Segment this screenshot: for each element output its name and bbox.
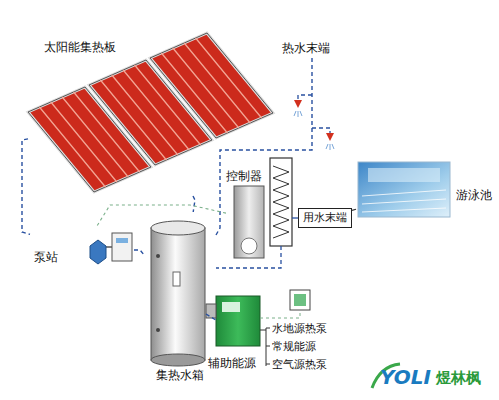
node-label: 太阳能集热板 [44, 40, 116, 54]
tank-port [156, 254, 160, 258]
controller-fan [241, 238, 257, 254]
node-label: 辅助能源 [208, 356, 256, 370]
tank-bottom [151, 354, 205, 366]
pipe-connector [206, 314, 216, 320]
panel-stripes [161, 38, 261, 133]
panel-frame [150, 33, 273, 138]
shower-head [294, 100, 302, 108]
pool-lanes [362, 190, 446, 212]
water-outlet-box: 用水末端 [298, 208, 352, 228]
node-label: 游泳池 [456, 188, 492, 202]
exchanger-coil [273, 166, 289, 238]
pool-image [358, 162, 450, 217]
water-spray [294, 111, 334, 150]
node-label: 控制器 [226, 169, 262, 183]
hot-water-outlet: 热水末端 [282, 40, 342, 56]
pipe-connector [352, 209, 356, 210]
pump-control-box [112, 233, 132, 261]
swimming-pool: 游泳池 [356, 160, 492, 220]
node-label: 集热水箱 [156, 368, 204, 382]
energy-option: 水地源热泵 [272, 322, 327, 335]
pipe-connector [22, 139, 30, 235]
aux-energy-unit [216, 296, 260, 346]
logo-text: YOLI [380, 366, 431, 388]
tank-body [151, 228, 205, 360]
solar-panel [150, 33, 273, 138]
exchanger-return [216, 246, 281, 268]
energy-option: 常规能源 [272, 340, 316, 353]
tank-top [151, 221, 205, 235]
pipe-connector [134, 250, 144, 255]
shower-head [326, 133, 334, 141]
logo-text: 煜林枫 [436, 370, 481, 387]
auxiliary-energy: 辅助能源 [206, 292, 268, 374]
thermostat-panel [290, 290, 310, 310]
pump-station: 泵站 [30, 228, 134, 272]
aux-display [222, 302, 240, 312]
control-wire [260, 310, 300, 318]
heat-exchanger [270, 158, 292, 246]
storage-tank: 集热水箱 [144, 212, 216, 384]
node-label: 热水末端 [282, 41, 330, 55]
pipe-connector [96, 205, 226, 228]
pool-window [368, 168, 440, 182]
pump-display [116, 238, 128, 243]
tank-port [156, 328, 160, 332]
bracket [260, 328, 270, 366]
controller: 控制器 [226, 168, 270, 268]
node-label: 用水末端 [303, 211, 347, 225]
pipe-connector [193, 196, 195, 212]
controller-cabinet [234, 186, 264, 258]
thermostat-screen [294, 294, 306, 306]
node-label: 泵站 [34, 250, 58, 264]
aux-connector [206, 304, 216, 318]
energy-option: 空气源热泵 [272, 358, 327, 371]
branch-pipe [298, 95, 330, 133]
pump-icon [90, 240, 106, 264]
tank-gauge [173, 272, 180, 286]
